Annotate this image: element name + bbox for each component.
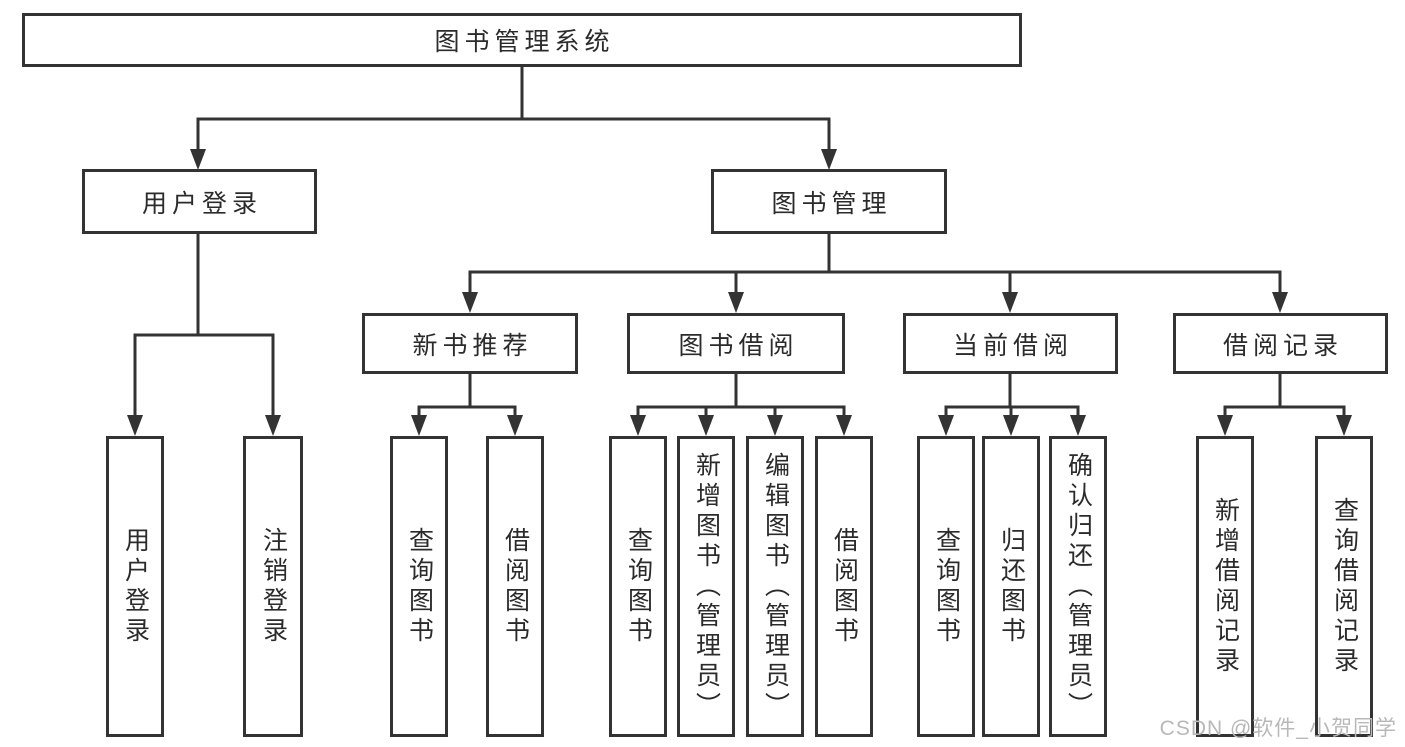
node-book-borrowing: 图书借阅 (627, 313, 845, 374)
node-leaf-return-books: 归还图书 (982, 436, 1040, 737)
connector-root-to-level2 (196, 67, 831, 151)
node-leaf-borrow-query-books: 查询图书 (609, 436, 667, 737)
node-leaf-logout: 注销登录 (243, 436, 303, 737)
node-user-login-branch: 用户登录 (82, 169, 317, 234)
connector-current-to-leaves (944, 374, 1080, 417)
node-leaf-confirm-return-admin: 确认归还（管理员） (1049, 436, 1107, 737)
node-leaf-add-books-admin: 新增图书（管理员） (677, 436, 735, 737)
node-leaf-user-login: 用户登录 (106, 436, 164, 737)
connector-user-to-leaves (133, 234, 275, 417)
node-current-borrowing: 当前借阅 (903, 313, 1118, 374)
connector-rec-to-leaves (417, 374, 517, 417)
csdn-watermark: CSDN @软件_小贺同学 (1159, 717, 1397, 740)
node-root: 图书管理系统 (22, 13, 1022, 67)
node-leaf-current-query-books: 查询图书 (917, 436, 975, 737)
node-leaf-rec-query-books: 查询图书 (390, 436, 448, 737)
node-new-book-recommend: 新书推荐 (362, 313, 578, 374)
connector-borrow-to-leaves (636, 374, 846, 417)
node-leaf-query-borrow-record: 查询借阅记录 (1315, 436, 1373, 737)
node-leaf-edit-books-admin: 编辑图书（管理员） (746, 436, 804, 737)
node-borrowing-records: 借阅记录 (1173, 313, 1388, 374)
node-book-management: 图书管理 (711, 169, 947, 234)
connector-records-to-leaves (1223, 374, 1346, 417)
node-leaf-add-borrow-record: 新增借阅记录 (1196, 436, 1254, 737)
connector-mgmt-to-level3 (468, 234, 1282, 294)
node-leaf-rec-borrow-books: 借阅图书 (486, 436, 544, 737)
node-leaf-borrow-borrow-books: 借阅图书 (815, 436, 873, 737)
